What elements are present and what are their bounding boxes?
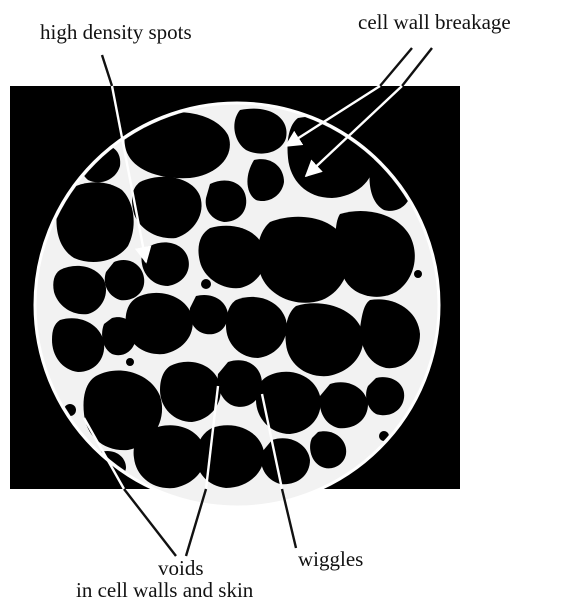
label-high-density-spots: high density spots (40, 22, 192, 43)
label-voids-location: in cell walls and skin (76, 580, 253, 601)
arrow-voids-1 (124, 489, 176, 556)
arrow-high-density-outer (102, 55, 112, 86)
label-wiggles: wiggles (298, 549, 363, 570)
label-voids: voids (158, 558, 204, 579)
label-cell-wall-breakage: cell wall breakage (358, 12, 511, 33)
